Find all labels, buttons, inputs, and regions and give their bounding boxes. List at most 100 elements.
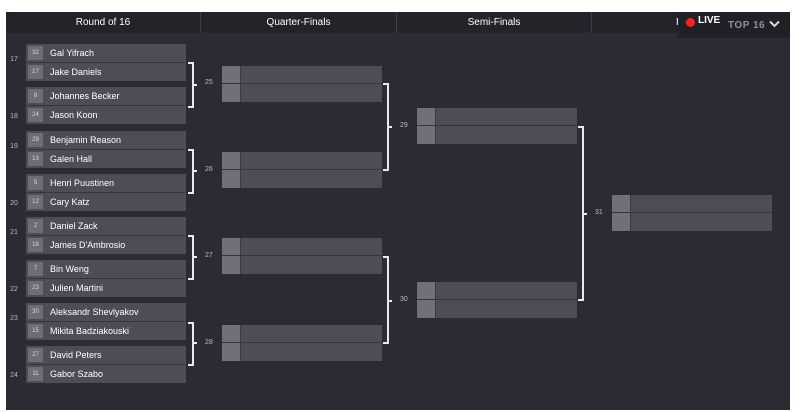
final-slot[interactable] <box>612 195 772 231</box>
player-row[interactable]: 13 Galen Hall <box>26 150 186 168</box>
quarter-final-slot[interactable] <box>222 238 382 274</box>
bracket-connector <box>188 192 193 194</box>
semi-final-slot[interactable] <box>417 282 577 318</box>
player-seed: 23 <box>28 281 43 295</box>
match-number: 25 <box>205 79 213 86</box>
match-divider <box>26 192 186 193</box>
round-of-16-match[interactable]: 8 Johannes Becker 24 Jason Koon <box>26 87 186 124</box>
player-name: Gal Yifrach <box>50 48 95 58</box>
round-header-round-of-16[interactable]: Round of 16 <box>6 12 200 33</box>
live-filter[interactable]: LIVE TOP 16 <box>678 12 790 38</box>
player-name: Jason Koon <box>50 110 98 120</box>
player-name: Johannes Becker <box>50 91 120 101</box>
semi-final-slot[interactable] <box>417 108 577 144</box>
header-divider <box>591 12 592 33</box>
player-seed: 15 <box>28 324 43 338</box>
live-label: LIVE <box>698 15 721 26</box>
round-of-16-match[interactable]: 2 Daniel Zack 18 James D'Ambrosio <box>26 217 186 254</box>
player-seed: 32 <box>28 46 43 60</box>
player-seed: 24 <box>28 108 43 122</box>
player-row[interactable]: 30 Aleksandr Shevlyakov <box>26 303 186 321</box>
bracket-connector <box>192 322 194 366</box>
player-name: Cary Katz <box>50 197 90 207</box>
match-divider <box>26 364 186 365</box>
bracket-connector <box>383 169 388 171</box>
pair-number: 20 <box>10 200 18 207</box>
pair-number: 19 <box>10 143 18 150</box>
bracket-connector <box>383 256 388 258</box>
bracket-connector <box>192 84 197 86</box>
bracket-connector <box>578 299 583 301</box>
player-name: James D'Ambrosio <box>50 240 126 250</box>
bracket-connector <box>188 62 193 64</box>
bracket-connector <box>192 170 197 172</box>
pair-number: 17 <box>10 56 18 63</box>
player-name: Gabor Szabo <box>50 369 104 379</box>
pair-number: 22 <box>10 286 18 293</box>
filter-label: TOP 16 <box>728 20 766 31</box>
live-indicator-icon <box>686 18 695 27</box>
player-seed: 29 <box>28 133 43 147</box>
match-number: 27 <box>205 252 213 259</box>
round-header-semi-finals[interactable]: Semi-Finals <box>397 12 591 33</box>
bracket-connector <box>582 213 587 215</box>
pair-number: 24 <box>10 372 18 379</box>
bracket-connector <box>188 106 193 108</box>
player-seed: 18 <box>28 238 43 252</box>
player-row[interactable]: 8 Johannes Becker <box>26 87 186 105</box>
pair-number: 23 <box>10 315 18 322</box>
player-name: Galen Hall <box>50 154 93 164</box>
round-of-16-match[interactable]: 32 Gal Yifrach 17 Jake Daniels <box>26 44 186 81</box>
match-number: 31 <box>595 209 603 216</box>
match-divider <box>26 105 186 106</box>
quarter-final-slot[interactable] <box>222 66 382 102</box>
player-name: Henri Puustinen <box>50 178 115 188</box>
header-divider <box>200 12 201 33</box>
player-row[interactable]: 12 Cary Katz <box>26 193 186 211</box>
player-seed: 30 <box>28 305 43 319</box>
player-name: Bin Weng <box>50 264 89 274</box>
match-divider <box>26 149 186 150</box>
match-number: 28 <box>205 339 213 346</box>
pair-number: 18 <box>10 113 18 120</box>
player-row[interactable]: 2 Daniel Zack <box>26 217 186 235</box>
player-seed: 13 <box>28 152 43 166</box>
player-name: Jake Daniels <box>50 67 102 77</box>
pair-number: 21 <box>10 229 18 236</box>
match-divider <box>26 278 186 279</box>
bracket-connector <box>387 126 392 128</box>
player-seed: 2 <box>28 219 43 233</box>
player-row[interactable]: 32 Gal Yifrach <box>26 44 186 62</box>
player-name: Daniel Zack <box>50 221 98 231</box>
bracket-connector <box>192 342 197 344</box>
match-number: 29 <box>400 122 408 129</box>
chevron-down-icon[interactable] <box>769 20 780 28</box>
player-seed: 8 <box>28 89 43 103</box>
player-seed: 7 <box>28 262 43 276</box>
round-header-quarter-finals[interactable]: Quarter-Finals <box>201 12 396 33</box>
player-row[interactable]: 24 Jason Koon <box>26 106 186 124</box>
match-divider <box>26 321 186 322</box>
player-row[interactable]: 17 Jake Daniels <box>26 63 186 81</box>
player-row[interactable]: 7 Bin Weng <box>26 260 186 278</box>
player-name: Aleksandr Shevlyakov <box>50 307 139 317</box>
player-row[interactable]: 18 James D'Ambrosio <box>26 236 186 254</box>
quarter-final-slot[interactable] <box>222 325 382 361</box>
match-divider <box>26 235 186 236</box>
bracket-panel: Round of 16 Quarter-Finals Semi-Finals F… <box>6 12 790 410</box>
player-seed: 12 <box>28 195 43 209</box>
match-divider <box>26 62 186 63</box>
quarter-final-slot[interactable] <box>222 152 382 188</box>
player-seed: 17 <box>28 65 43 79</box>
